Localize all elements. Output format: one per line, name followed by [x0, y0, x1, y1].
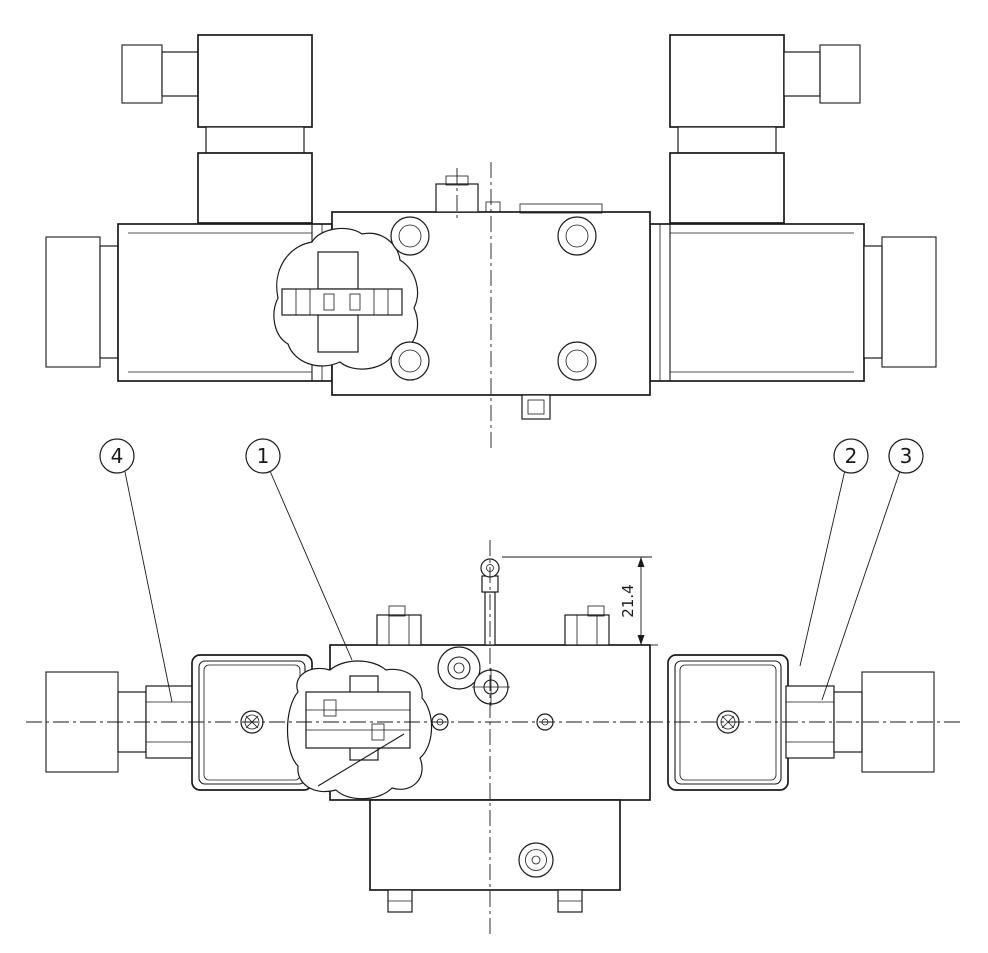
manifold-outline	[369, 799, 621, 891]
right-cable-gland-step	[783, 51, 821, 97]
right-connector-base	[669, 152, 785, 224]
leader-line-3	[821, 470, 901, 701]
leader-line-4	[124, 471, 173, 703]
balloon-2-label: 2	[845, 444, 858, 468]
dim-text: 21.4	[619, 584, 637, 617]
balloon-4-label: 4	[111, 444, 124, 468]
balloon-1: 1	[245, 438, 281, 474]
left-connector-front	[121, 34, 313, 224]
plan-view	[26, 540, 960, 934]
balloon-3-circle	[888, 438, 924, 474]
plug-circle-outer	[437, 646, 481, 690]
front-view	[45, 34, 937, 448]
left-connector-base	[197, 152, 313, 224]
balloon-2-circle	[833, 438, 869, 474]
front-spool-upper	[317, 251, 359, 290]
manifold-screw-outer	[518, 842, 554, 878]
left-boss-nub	[388, 605, 406, 617]
front-spool-band	[281, 288, 403, 316]
right-boss-nub	[587, 605, 605, 617]
left-cable-gland-step	[161, 51, 199, 97]
front-spool-detail-b	[349, 293, 361, 311]
right-connector-front	[669, 34, 861, 224]
left-port-boss	[376, 614, 422, 646]
left-knurled-nut-front	[45, 236, 101, 368]
top-notch	[485, 201, 501, 213]
front-spool-lower	[317, 314, 359, 353]
balloon-3: 3	[888, 438, 924, 474]
front-section-cutaway	[273, 227, 419, 370]
manifold-block	[369, 799, 621, 913]
screw-top-left	[390, 216, 430, 256]
right-solenoid-inner	[674, 660, 782, 785]
screw-bottom-right	[557, 341, 597, 381]
balloon-1-label: 1	[257, 444, 270, 468]
plan-section-diagonal	[317, 733, 405, 787]
plan-port-bosses	[376, 605, 610, 646]
balloon-4-circle	[99, 438, 135, 474]
cover-screws-front	[390, 216, 597, 381]
right-port-boss	[564, 614, 610, 646]
screw-bottom-left	[390, 341, 430, 381]
right-solenoid-plan	[667, 654, 789, 791]
plan-spool-body	[305, 691, 411, 749]
right-connector-neck	[677, 126, 777, 154]
left-connector-cap	[197, 34, 313, 128]
right-solenoid-coil-front	[649, 223, 865, 382]
balloon-2: 2	[833, 438, 869, 474]
front-spool-detail-a	[323, 293, 335, 311]
right-connector-cap	[669, 34, 785, 128]
plan-spool-detail-b	[371, 723, 385, 741]
screw-top-right	[557, 216, 597, 256]
top-step	[519, 203, 603, 214]
right-coil-details	[659, 224, 854, 381]
leader-line-1	[269, 470, 353, 661]
callouts: 4 1 2 3	[99, 438, 924, 703]
left-connector-neck	[205, 126, 305, 154]
leader-line-2	[799, 469, 846, 667]
right-knurled-nut-plan	[861, 671, 935, 773]
plan-spool-detail-a	[323, 699, 337, 717]
balloon-4: 4	[99, 438, 135, 474]
bottom-port-front	[521, 394, 551, 420]
valve-body-top-features	[435, 175, 603, 214]
right-knurled-nut-front	[881, 236, 937, 368]
dim-arrow-top	[637, 557, 645, 567]
dim-arrow-bottom	[637, 635, 645, 645]
left-nut-collar-front	[99, 245, 119, 359]
right-cable-gland-knurl	[819, 44, 861, 104]
balloon-3-label: 3	[900, 444, 913, 468]
plan-round-features	[431, 646, 554, 731]
balloon-1-circle	[245, 438, 281, 474]
dimension-21-4: 21.4	[502, 556, 658, 646]
right-nut-collar-front	[863, 245, 883, 359]
plan-section-cutaway	[286, 660, 433, 800]
bottom-port-inner	[527, 399, 545, 415]
left-cable-gland-knurl	[121, 44, 163, 104]
